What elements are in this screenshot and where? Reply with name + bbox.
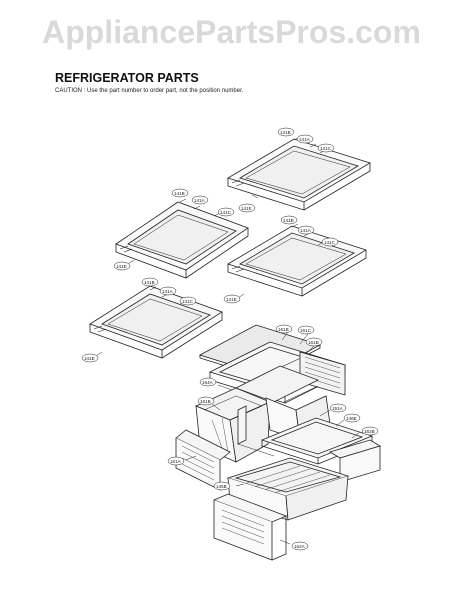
pantry-shelf (260, 417, 374, 465)
shelf-3 (227, 223, 367, 299)
label: 141C (324, 240, 336, 245)
shelf-2 (115, 198, 249, 279)
shelf-1 (227, 136, 371, 211)
label: 141E (226, 297, 237, 302)
label: 151A (332, 406, 344, 411)
label: 141A (299, 137, 311, 142)
pantry-drawer (226, 457, 350, 521)
page-title: REFRIGERATOR PARTS (55, 71, 199, 85)
label: 141B (144, 280, 155, 285)
shelf-2-labels: 141B 141A 141C 141E (113, 188, 235, 271)
label: 161A (170, 459, 182, 464)
lower-assembly-labels: 161B 161C 161B 154A 161B 151A 146E 162B … (167, 324, 379, 551)
label: 141E (84, 356, 95, 361)
label: 141E (116, 264, 127, 269)
label: 162A (294, 544, 306, 549)
label: 141B (283, 218, 294, 223)
label: 161B (308, 340, 319, 345)
pantry-drawer-cover (212, 493, 288, 561)
label: 141B (280, 130, 291, 135)
crisper-divider (237, 405, 275, 457)
caution-note: CAUTION : Use the part number to order p… (55, 88, 244, 94)
shelf-1-labels: 141B 141A 141C 141E (238, 127, 335, 213)
side-rail-right (329, 439, 381, 483)
label: 146E (346, 416, 357, 421)
watermark: AppliancePartsPros.com (42, 14, 421, 50)
label: 162B (364, 429, 375, 434)
label: 141E (241, 206, 252, 211)
shelf-4 (89, 285, 223, 359)
label: 141A (162, 289, 174, 294)
label: 145B (216, 484, 227, 489)
label: 141B (174, 191, 185, 196)
shelf-3-labels: 141B 141A 141C 141E (223, 215, 339, 304)
label: 141C (320, 146, 332, 151)
label: 141A (194, 198, 206, 203)
side-rail-left (175, 429, 231, 491)
label: 161B (200, 399, 211, 404)
label: 161B (278, 327, 289, 332)
shelf-4-labels: 141B 141A 141C 141E (81, 277, 197, 363)
leader-lines (185, 331, 361, 545)
label: 141C (182, 299, 194, 304)
label: 141C (220, 210, 232, 215)
label: 154A (202, 380, 214, 385)
label: 161C (300, 328, 312, 333)
label: 141A (300, 228, 312, 233)
